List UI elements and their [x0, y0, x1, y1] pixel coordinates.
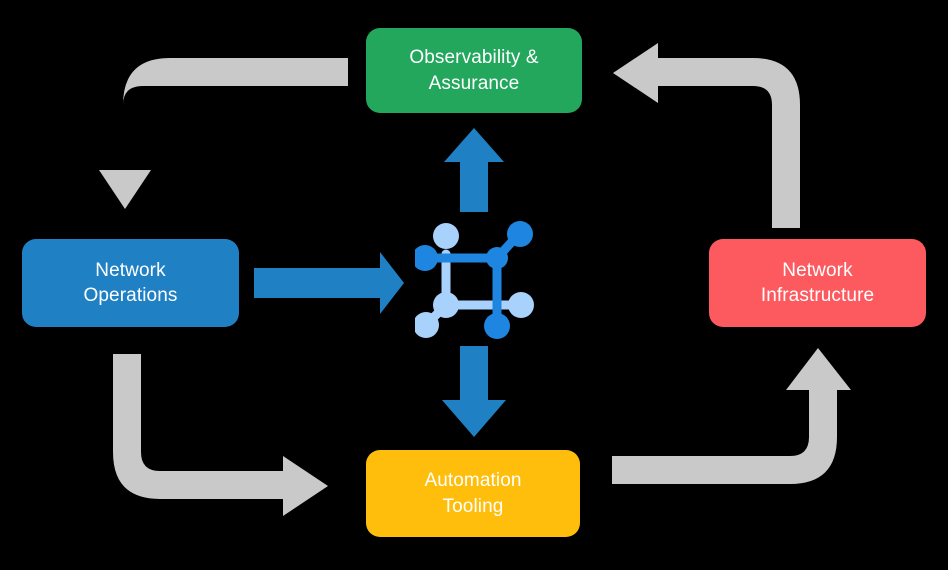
arrow-center-to-observability [444, 128, 504, 212]
node-network-infrastructure[interactable]: Network Infrastructure [709, 239, 926, 327]
arrow-infrastructure-to-observability [613, 43, 800, 228]
node-network-operations[interactable]: Network Operations [22, 239, 239, 327]
arrow-observability-to-operations [99, 58, 348, 209]
icon-node-mid-left [433, 292, 459, 318]
icon-node-hub [486, 247, 508, 269]
node-observability-assurance[interactable]: Observability & Assurance [366, 28, 582, 113]
arrow-automation-to-infrastructure [612, 348, 851, 484]
icon-node-right [508, 292, 534, 318]
icon-node-left [415, 245, 438, 271]
arrow-operations-to-automation [113, 354, 328, 516]
icon-node-bottom [484, 313, 510, 339]
icon-node-top-right [507, 221, 533, 247]
arrow-center-to-automation [442, 346, 506, 437]
node-automation-tooling[interactable]: Automation Tooling [366, 450, 580, 537]
icon-node-bottom-left [415, 312, 439, 338]
network-topology-icon [415, 221, 534, 339]
arrow-operations-to-center [254, 252, 404, 314]
icon-node-top-left [433, 223, 459, 249]
